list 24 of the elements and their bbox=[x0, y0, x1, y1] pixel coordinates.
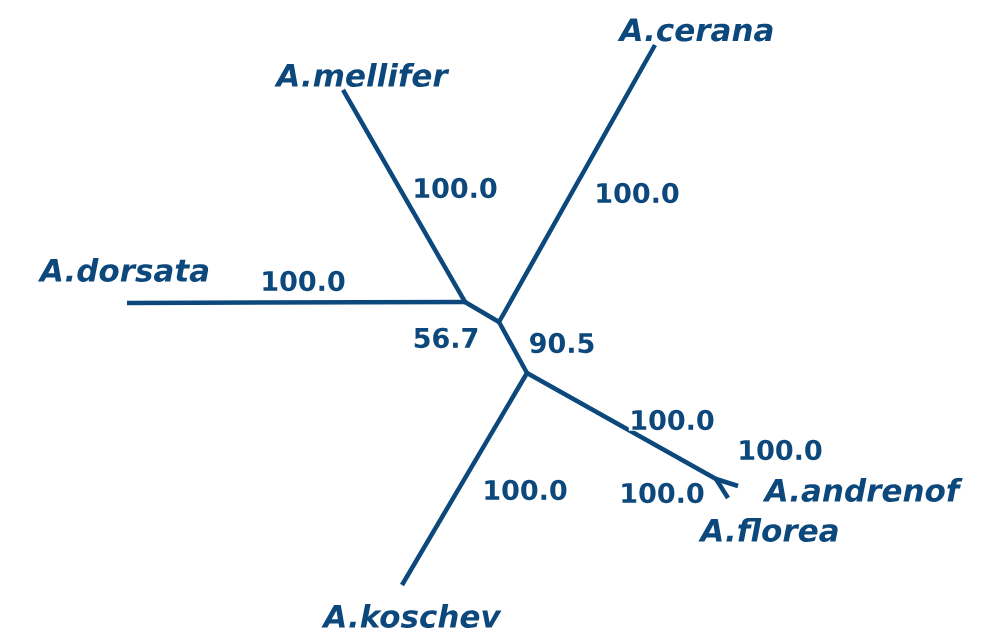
branch-line bbox=[497, 320, 529, 375]
branch-line bbox=[497, 43, 657, 324]
bootstrap-value: 100.0 bbox=[593, 182, 681, 204]
bootstrap-value: 100.0 bbox=[481, 479, 569, 501]
branch-line bbox=[525, 371, 718, 481]
species-label: A.florea bbox=[698, 518, 838, 542]
species-label: A.dorsata bbox=[37, 258, 209, 282]
bootstrap-value: 100.0 bbox=[628, 409, 716, 431]
branch-line bbox=[127, 299, 465, 306]
bootstrap-value: 90.5 bbox=[528, 332, 596, 354]
bootstrap-value: 56.7 bbox=[412, 327, 480, 349]
branch-line bbox=[715, 476, 739, 489]
branch-line bbox=[714, 477, 730, 500]
bootstrap-value: 100.0 bbox=[618, 482, 706, 504]
bootstrap-value: 100.0 bbox=[736, 439, 824, 461]
branch-line bbox=[463, 300, 501, 324]
bootstrap-value: 100.0 bbox=[411, 177, 499, 199]
species-label: A.koschev bbox=[321, 604, 502, 628]
bootstrap-value: 100.0 bbox=[259, 270, 347, 292]
species-label: A.cerana bbox=[617, 18, 773, 42]
branch-line bbox=[400, 371, 529, 587]
branch-line bbox=[341, 88, 467, 304]
species-label: A.andrenof bbox=[762, 478, 963, 502]
species-label: A.mellifer bbox=[274, 63, 450, 87]
